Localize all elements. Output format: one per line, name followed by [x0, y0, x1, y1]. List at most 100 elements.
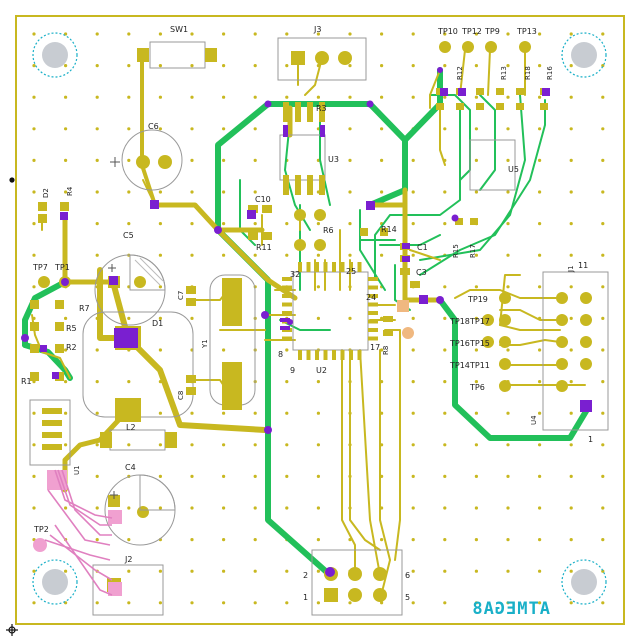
grid-dot	[316, 506, 320, 510]
grid-dot	[285, 32, 289, 36]
grid-dot	[506, 64, 510, 68]
grid-dot	[190, 158, 194, 162]
grid-dot	[380, 601, 384, 605]
grid-dot	[316, 222, 320, 226]
grid-dot	[190, 190, 194, 194]
grid-dot	[506, 348, 510, 352]
grid-dot	[538, 348, 542, 352]
u2-pin	[368, 294, 378, 298]
grid-dot	[506, 190, 510, 194]
grid-dot	[158, 285, 162, 289]
label-r12: R12	[456, 66, 464, 80]
grid-dot	[538, 474, 542, 478]
grid-dot	[222, 443, 226, 447]
grid-dot	[222, 222, 226, 226]
grid-dot	[569, 190, 573, 194]
label-j1-pin6: 6	[405, 571, 410, 580]
grid-dot	[190, 506, 194, 510]
u2-pin	[332, 262, 336, 272]
grid-dot	[253, 190, 257, 194]
grid-dot	[32, 158, 36, 162]
grid-dot	[380, 127, 384, 131]
grid-dot	[443, 95, 447, 99]
label-c4: C4	[125, 463, 136, 472]
grid-dot	[127, 64, 131, 68]
board-name-group: ATMEGA8	[471, 599, 550, 619]
grid-dot	[348, 316, 352, 320]
grid-dot	[569, 95, 573, 99]
u3-outline	[279, 134, 326, 181]
label-j1: J1	[567, 265, 575, 273]
grid-dot	[95, 190, 99, 194]
grid-dot	[285, 64, 289, 68]
u2-pin	[349, 350, 353, 360]
grid-dot	[95, 222, 99, 226]
grid-dot	[64, 64, 68, 68]
grid-dot	[569, 348, 573, 352]
grid-dot	[222, 474, 226, 478]
grid-dot	[443, 506, 447, 510]
u2-pin	[282, 294, 292, 298]
label-r1: R1	[21, 377, 32, 386]
grid-dot	[95, 348, 99, 352]
u1-pink-fanout	[44, 469, 113, 596]
grid-dot	[443, 411, 447, 415]
grid-dot	[506, 474, 510, 478]
grid-dot	[316, 285, 320, 289]
label-j2: J2	[124, 555, 132, 564]
grid-dot	[190, 569, 194, 573]
label-j1-pin2: 2	[303, 571, 308, 580]
grid-dot	[32, 285, 36, 289]
grid-dot	[253, 474, 257, 478]
u2-pin	[349, 262, 353, 272]
grid-dot	[32, 601, 36, 605]
grid-dot	[411, 222, 415, 226]
u2-pin	[368, 328, 378, 332]
u2-outline	[292, 271, 369, 351]
label-r18: R18	[524, 66, 532, 80]
grid-dot	[569, 538, 573, 542]
grid-dot	[127, 32, 131, 36]
grid-dot	[32, 222, 36, 226]
u2-pin	[340, 262, 345, 272]
label-pin24: 24	[366, 293, 376, 302]
grid-dot	[538, 253, 542, 257]
grid-dot	[127, 127, 131, 131]
u2-pin	[368, 311, 378, 315]
grid-dot	[474, 538, 478, 542]
grid-dot	[443, 127, 447, 131]
grid-dot	[190, 538, 194, 542]
grid-dot	[285, 348, 289, 352]
grid-dot	[474, 316, 478, 320]
grid-dot	[285, 253, 289, 257]
grid-dot	[316, 569, 320, 573]
label-r15: R15	[452, 244, 460, 258]
label-c1: C1	[417, 243, 428, 252]
grid-dot	[253, 411, 257, 415]
grid-dot	[411, 380, 415, 384]
grid-dot	[443, 285, 447, 289]
label-j3: J3	[313, 25, 321, 34]
grid-dot	[158, 95, 162, 99]
grid-dot	[348, 95, 352, 99]
grid-dot	[538, 538, 542, 542]
label-d1: D1	[152, 319, 163, 328]
label-pin32: 32	[290, 270, 300, 279]
grid-dot	[474, 190, 478, 194]
grid-dot	[253, 64, 257, 68]
grid-dot	[569, 569, 573, 573]
mounting-hole-top-right	[561, 32, 607, 78]
grid-dot	[411, 411, 415, 415]
grid-dot	[190, 222, 194, 226]
grid-dot	[190, 316, 194, 320]
grid-dot	[474, 32, 478, 36]
grid-dot	[506, 285, 510, 289]
label-c7: C7	[177, 291, 185, 300]
grid-dot	[601, 64, 605, 68]
sw1-outline	[149, 41, 206, 69]
grid-dot	[253, 506, 257, 510]
grid-dot	[411, 474, 415, 478]
c6-outline	[121, 129, 183, 191]
grid-dot	[285, 601, 289, 605]
label-r16: R16	[546, 66, 554, 80]
